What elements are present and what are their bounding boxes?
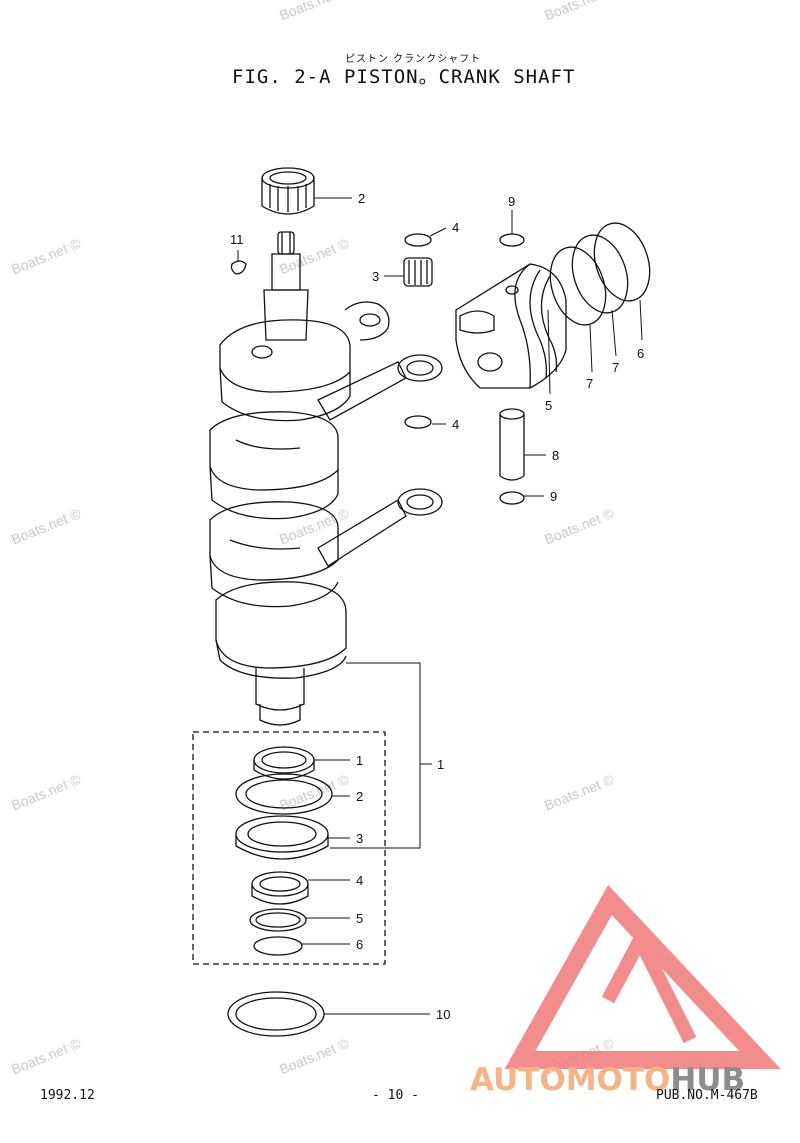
callout-label: 6: [356, 937, 363, 952]
callout-label: 4: [452, 417, 459, 432]
callout-label: 11: [230, 232, 244, 247]
callout-label: 1: [437, 757, 444, 772]
connecting-rod: [317, 354, 443, 567]
callout-label: 10: [436, 1007, 450, 1022]
callout-label: 5: [356, 911, 363, 926]
callout-label: 5: [545, 398, 552, 413]
callout-label: 6: [637, 346, 644, 361]
callout-label: 9: [550, 489, 557, 504]
callout-label: 2: [358, 191, 365, 206]
callout-label: 8: [552, 448, 559, 463]
needle-bearing-part: [261, 167, 315, 215]
piston: [455, 263, 567, 389]
footer-page-number: - 10 -: [372, 1088, 419, 1103]
small-end-bearing: [403, 257, 433, 287]
logo-wordmark: AUTOMOTOHUB: [470, 1062, 746, 1098]
callout-label: 3: [356, 831, 363, 846]
logo-triangle-icon: [504, 884, 781, 1069]
callout-label: 1: [356, 753, 363, 768]
callout-label: 4: [452, 220, 459, 235]
callout-label: 3: [372, 269, 379, 284]
japanese-caption: ピストン クランクシャフト: [345, 54, 482, 65]
footer-date: 1992.12: [40, 1088, 95, 1103]
kit-box: [192, 731, 386, 965]
callout-label: 9: [508, 194, 515, 209]
main-bearing-kit: [235, 746, 333, 956]
callout-label: 4: [356, 873, 363, 888]
callout-label: 7: [612, 360, 619, 375]
figure-title: FIG. 2-A PISTON。CRANK SHAFT: [232, 66, 576, 88]
crankshaft: [209, 231, 390, 726]
woodruff-key: [230, 260, 247, 275]
piston-pin: [499, 408, 525, 481]
footer-publication-number: PUB.NO.M-467B: [656, 1088, 758, 1103]
callout-label: 2: [356, 789, 363, 804]
callout-label: 7: [586, 376, 593, 391]
